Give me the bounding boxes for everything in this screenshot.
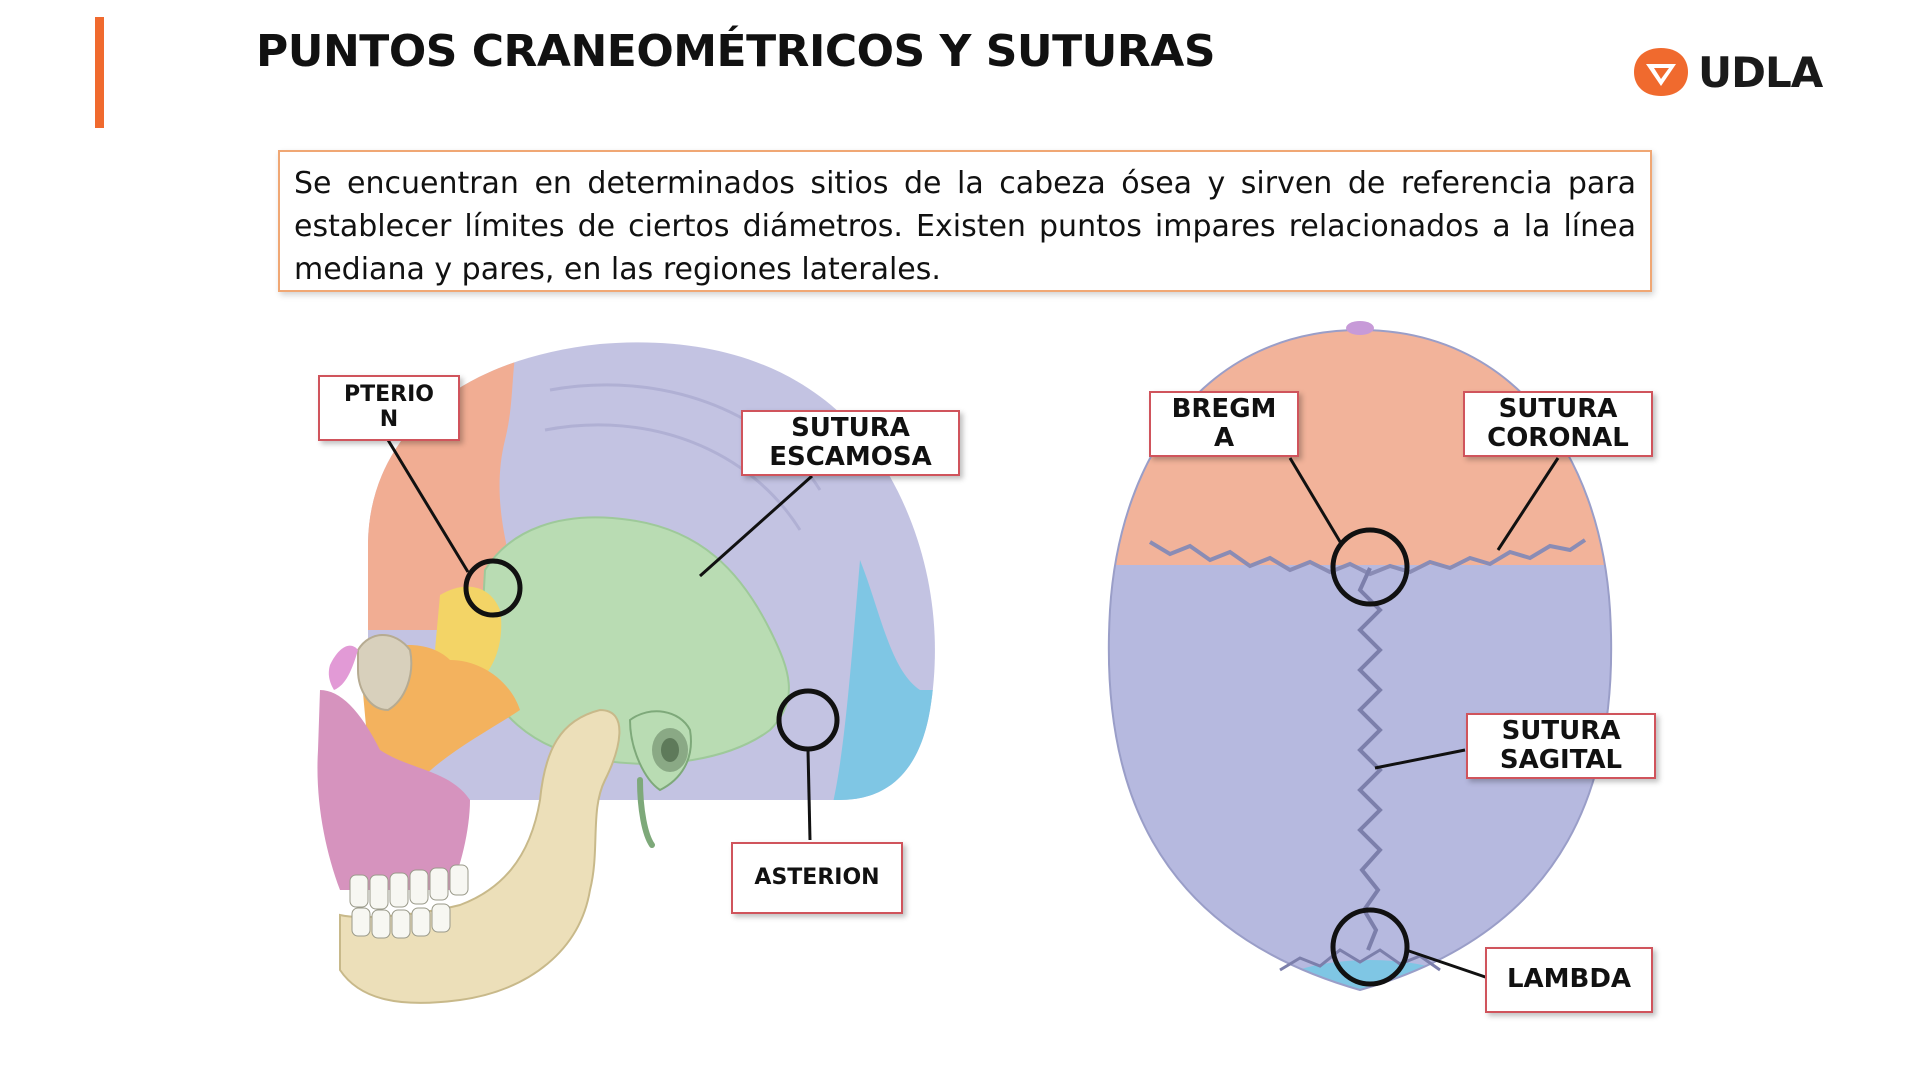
logo-text: UDLA [1698,47,1823,97]
label-lambda: LAMBDA [1485,947,1653,1013]
pterion-leader [386,439,470,573]
label-sutura-coronal: SUTURA CORONAL [1463,391,1653,457]
maxilla [317,690,470,890]
asterion-leader [806,749,812,841]
coronal-suture [1148,538,1587,577]
label-pterion: PTERIO N [318,375,460,441]
escamosa-leader [699,474,813,578]
lambda-leader [1405,948,1501,984]
bregma-leader [1288,457,1344,546]
label-sutura-sagital: SUTURA SAGITAL [1466,713,1656,779]
bregma-marker [1330,527,1410,607]
sagittal-suture [1357,567,1383,951]
lower-teeth [351,903,451,939]
nasal-bone [328,645,358,690]
orbit [357,634,413,712]
description-text: Se encuentran en determinados sitios de … [294,166,1636,287]
sagittal-leader [1374,748,1466,770]
asterion-marker [776,688,840,752]
udla-logo-icon [1634,48,1688,96]
lambda-marker [1330,907,1410,987]
frontal-bone [368,342,520,630]
label-asterion: ASTERION [731,842,903,914]
label-bregma: BREGM A [1149,391,1299,457]
upper-teeth [349,864,469,910]
udla-logo: UDLA [1632,44,1824,100]
coronal-leader [1496,457,1560,551]
description-box: Se encuentran en determinados sitios de … [278,150,1652,292]
label-sutura-escamosa: SUTURA ESCAMOSA [741,410,960,476]
pterion-marker [463,558,523,618]
accent-bar [95,17,104,128]
occipital-bone [820,560,935,800]
slide-title: PUNTOS CRANEOMÉTRICOS Y SUTURAS [256,26,1216,77]
